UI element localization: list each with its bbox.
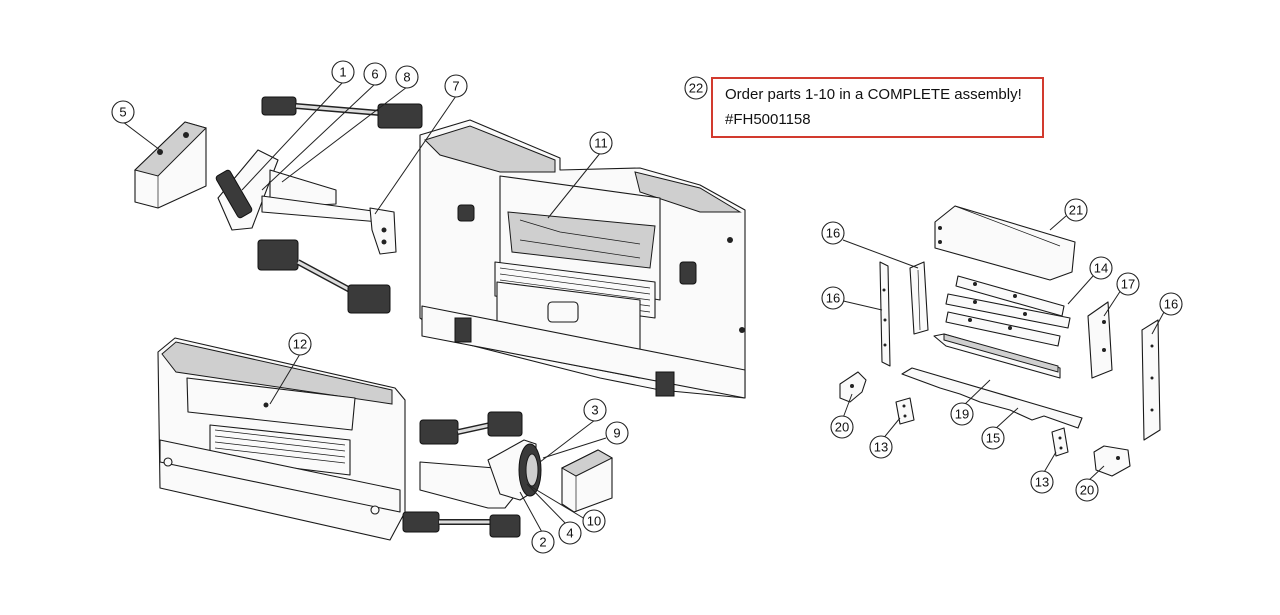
svg-text:5: 5 — [119, 105, 126, 120]
callout-14: 14 — [1089, 256, 1113, 280]
callout-10: 10 — [582, 509, 606, 533]
svg-text:20: 20 — [835, 420, 849, 435]
callout-15: 15 — [981, 426, 1005, 450]
part-19-channel — [933, 333, 1061, 379]
svg-text:21: 21 — [1069, 203, 1083, 218]
svg-text:15: 15 — [986, 431, 1000, 446]
lower-pto-shaft-lower — [402, 511, 521, 538]
part-5-shield-box — [134, 121, 207, 209]
callout-13-left: 13 — [869, 435, 893, 459]
svg-text:13: 13 — [874, 440, 888, 455]
part-17-bracket — [909, 261, 929, 335]
callout-13-right: 13 — [1030, 470, 1054, 494]
svg-text:14: 14 — [1094, 261, 1108, 276]
callout-21: 21 — [1064, 198, 1088, 222]
callout-4: 4 — [558, 521, 582, 545]
main-hitch-frame — [419, 119, 746, 399]
part-18-bracket — [1087, 301, 1113, 379]
callout-17: 16 — [821, 221, 845, 245]
lower-gearbox-drive-arm — [419, 439, 542, 509]
part-20-right-bracket — [1093, 445, 1131, 477]
part-16-right-side-plate — [1141, 319, 1161, 441]
callout-7: 7 — [444, 74, 468, 98]
svg-text:8: 8 — [403, 70, 410, 85]
svg-text:22: 22 — [689, 81, 703, 96]
svg-text:12: 12 — [293, 337, 307, 352]
part-16-left-side-plate — [879, 261, 891, 367]
lower-rear-frame — [157, 337, 406, 541]
svg-text:16: 16 — [1164, 297, 1178, 312]
svg-text:13: 13 — [1035, 475, 1049, 490]
callout-9: 9 — [605, 421, 629, 445]
upper-pto-shaft — [261, 96, 423, 129]
svg-text:10: 10 — [587, 514, 601, 529]
svg-text:3: 3 — [591, 403, 598, 418]
svg-text:4: 4 — [566, 526, 573, 541]
order-assembly-note: Order parts 1-10 in a COMPLETE assembly!… — [711, 77, 1044, 138]
note-line-part-number: #FH5001158 — [725, 111, 811, 128]
callout-20-left: 20 — [830, 415, 854, 439]
svg-text:11: 11 — [594, 136, 608, 151]
callout-5: 5 — [111, 100, 135, 124]
callout-12: 12 — [288, 332, 312, 356]
upper-gearbox-drive-arm — [215, 149, 397, 255]
leader-lines — [122, 81, 1165, 535]
callout-1: 1 — [331, 60, 355, 84]
part-14-plates — [945, 275, 1071, 347]
callout-2: 2 — [531, 530, 555, 554]
part-13-right-block — [1051, 427, 1069, 457]
svg-text:1: 1 — [339, 65, 346, 80]
callout-3: 3 — [583, 398, 607, 422]
part-21-channel — [934, 205, 1076, 281]
svg-text:16: 16 — [826, 291, 840, 306]
lower-pto-shaft — [257, 239, 391, 314]
svg-text:2: 2 — [539, 535, 546, 550]
svg-text:7: 7 — [452, 79, 459, 94]
callout-6: 6 — [363, 62, 387, 86]
callout-19: 19 — [950, 402, 974, 426]
callout-20-right: 20 — [1075, 478, 1099, 502]
part-13-left-block — [895, 397, 915, 425]
part-20-left-bracket — [839, 371, 867, 403]
svg-text:20: 20 — [1080, 483, 1094, 498]
lower-shield-box — [560, 449, 614, 513]
part-15-bar — [901, 367, 1083, 429]
svg-text:9: 9 — [613, 426, 620, 441]
note-line-order: Order parts 1-10 in a COMPLETE assembly! — [725, 86, 1022, 103]
callout-8: 8 — [395, 65, 419, 89]
svg-text:17: 17 — [1121, 277, 1135, 292]
svg-text:16: 16 — [826, 226, 840, 241]
svg-text:6: 6 — [371, 67, 378, 82]
svg-text:19: 19 — [955, 407, 969, 422]
callout-22: 22 — [684, 76, 708, 100]
callout-11: 11 — [589, 131, 613, 155]
callout-18: 17 — [1116, 272, 1140, 296]
callout-16-left: 16 — [821, 286, 845, 310]
callout-16-right: 16 — [1159, 292, 1183, 316]
lower-pto-shaft-upper — [419, 411, 523, 445]
